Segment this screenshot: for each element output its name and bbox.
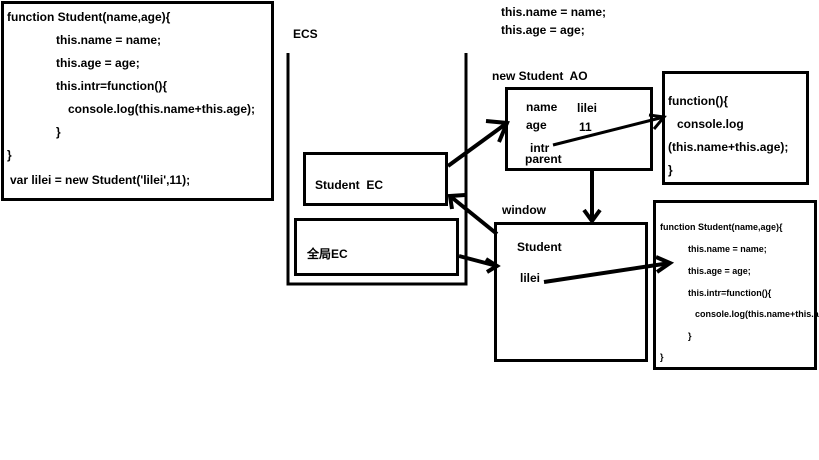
arrowhead-parent-to-window: [582, 208, 602, 225]
global-ec-label: 全局EC: [307, 247, 348, 261]
arrow-student-to-code: [543, 261, 671, 284]
arrow-intr-to-function: [552, 115, 665, 147]
small-code-line-6: }: [688, 331, 692, 341]
global-ec-box: [294, 218, 459, 276]
window-student: Student: [517, 240, 562, 254]
ao-age-key: age: [526, 118, 547, 132]
ao-intr-key: intr: [530, 141, 550, 155]
small-code-line-2: this.name = name;: [688, 244, 767, 254]
small-code-box: [653, 200, 817, 370]
code-box: [1, 1, 274, 201]
code-line-5: console.log(this.name+this.age);: [68, 102, 256, 116]
ao-age-value: 11: [579, 120, 592, 134]
arrowhead-student-to-code: [655, 255, 675, 274]
arrowhead-intr-to-function: [648, 113, 667, 130]
student-ec-label: Student EC: [315, 178, 383, 192]
arrowhead-window-to-ec: [447, 193, 466, 210]
ao-name-key: name: [526, 100, 558, 114]
func-line-4: }: [668, 163, 673, 177]
note-line-2: this.age = age;: [501, 23, 585, 37]
window-box: [494, 222, 648, 362]
ao-name-value: lilei: [577, 101, 598, 115]
small-code-line-7: }: [660, 352, 664, 362]
window-label: window: [502, 203, 546, 217]
student-ec-box: [303, 152, 448, 206]
ao-parent-key: parent: [525, 152, 562, 166]
code-line-8: var lilei = new Student('lilei',11);: [10, 173, 191, 187]
func-line-3: (this.name+this.age);: [668, 140, 789, 154]
code-line-6: }: [56, 125, 61, 139]
code-line-1: function Student(name,age){: [7, 10, 171, 24]
arrowhead-global-to-window: [484, 257, 501, 274]
func-line-1: function(){: [668, 94, 728, 108]
small-code-line-4: this.intr=function(){: [688, 288, 772, 298]
code-line-2: this.name = name;: [56, 33, 162, 47]
note-line-1: this.name = name;: [501, 5, 607, 19]
arrowhead-ec-to-ao: [485, 119, 510, 143]
small-code-line-1: function Student(name,age){: [660, 222, 783, 232]
arrow-window-to-ec: [448, 194, 499, 236]
code-line-3: this.age = age;: [56, 56, 140, 70]
code-line-4: this.intr=function(){: [56, 79, 167, 93]
window-lilei: lilei: [520, 271, 541, 285]
code-line-7: }: [7, 148, 12, 162]
func-line-2: console.log: [677, 117, 744, 131]
small-code-line-5: console.log(this.name+this.age);: [695, 309, 819, 319]
ecs-stack-outline: [286, 53, 468, 286]
ao-title: new Student AO: [492, 69, 588, 83]
function-box: [662, 71, 809, 185]
arrow-ec-to-ao: [446, 121, 509, 168]
ecs-label: ECS: [293, 27, 318, 41]
small-code-line-3: this.age = age;: [688, 266, 751, 276]
